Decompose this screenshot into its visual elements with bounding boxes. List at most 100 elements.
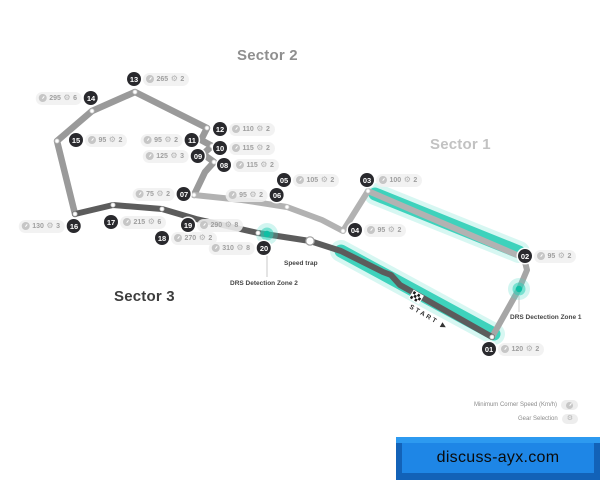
corner-speed-value: 120 <box>511 345 524 353</box>
gear-icon: ⚙ <box>256 143 264 152</box>
legend-gear-label: Gear Selection <box>518 416 558 422</box>
speed-trap-marker <box>305 236 315 246</box>
watermark-inner: discuss-ayx.com <box>402 443 594 473</box>
corner-gear-value: 2 <box>118 136 123 144</box>
corner-speed-value: 215 <box>133 218 146 226</box>
gear-icon: ⚙ <box>249 190 257 199</box>
corner-info-pill: 95⚙2 <box>85 133 128 147</box>
corner-speed-value: 105 <box>306 176 319 184</box>
corner-speed-value: 295 <box>49 94 61 102</box>
corner-number-badge: 16 <box>67 219 81 233</box>
corner-speed-value: 115 <box>246 161 258 169</box>
gear-icon: ⚙ <box>46 221 54 230</box>
speedometer-icon <box>228 191 237 199</box>
corner-speed-value: 270 <box>184 234 197 242</box>
legend-gear-row: Gear Selection ⚙ <box>518 414 578 424</box>
corner-number-badge: 12 <box>213 122 227 136</box>
speedometer-icon <box>135 190 144 198</box>
corner-number-badge: 17 <box>104 215 118 229</box>
speedometer-icon <box>123 218 131 226</box>
corner-speed-value: 265 <box>156 75 169 83</box>
legend-speed-label: Minimum Corner Speed (Km/h) <box>473 402 557 408</box>
legend-gear-pill: ⚙ <box>561 414 578 424</box>
corner-number-badge: 05 <box>277 173 291 187</box>
gear-icon: ⚙ <box>236 243 244 252</box>
corner-number-badge: 15 <box>69 133 83 147</box>
corner-info-pill: 110⚙2 <box>229 122 275 136</box>
corner-number-badge: 04 <box>348 223 362 237</box>
corner-gear-value: 6 <box>73 94 77 102</box>
legend-speed-pill <box>561 400 578 410</box>
corner-gear-value: 3 <box>180 152 184 160</box>
speedometer-icon <box>21 222 30 230</box>
corner-speed-value: 100 <box>389 176 402 184</box>
speed-trap-label: Speed trap <box>284 260 318 267</box>
gear-icon: ⚙ <box>63 93 71 102</box>
corner-gear-value: 2 <box>180 75 185 83</box>
corner-gear-value: 2 <box>413 176 418 184</box>
speedometer-icon <box>379 176 387 184</box>
corner-speed-value: 95 <box>547 252 556 260</box>
corner-gear-value: 2 <box>265 125 270 133</box>
watermark-bar[interactable]: discuss-ayx.com <box>396 437 600 480</box>
corner-gear-value: 2 <box>174 136 178 144</box>
sector-1-label: Sector 1 <box>430 136 491 153</box>
speedometer-icon <box>200 221 208 229</box>
corner-number-badge: 14 <box>84 91 98 105</box>
gear-icon: ⚙ <box>224 220 232 229</box>
corner-number-badge: 07 <box>177 187 191 201</box>
corner-info-pill: 265⚙2 <box>143 72 190 86</box>
apex-dots <box>54 89 527 340</box>
corner-gear-value: 2 <box>535 345 540 353</box>
corner-14: 295⚙6 14 <box>35 91 98 105</box>
corner-info-pill: 125⚙3 <box>142 149 189 163</box>
speedometer-icon <box>146 75 154 83</box>
corner-info-pill: 75⚙2 <box>132 187 175 201</box>
speedometer-icon <box>501 345 509 353</box>
corner-gear-value: 2 <box>259 191 263 199</box>
watermark-text: discuss-ayx.com <box>436 449 560 466</box>
speedometer-icon <box>232 144 240 152</box>
corner-speed-value: 95 <box>98 136 107 144</box>
corner-speed-value: 95 <box>239 191 247 199</box>
corner-info-pill: 95⚙2 <box>364 223 407 237</box>
speedometer-icon <box>88 136 96 144</box>
corner-gear-value: 8 <box>246 244 250 252</box>
corner-06: 95⚙2 06 <box>225 188 284 202</box>
corner-speed-value: 125 <box>156 152 168 160</box>
speedometer-icon <box>236 161 244 169</box>
corner-number-badge: 03 <box>360 173 374 187</box>
start-finish-flag-icon <box>408 289 424 305</box>
drs-detection-zone-2-label: DRS Detection Zone 2 <box>230 280 298 287</box>
corner-info-pill: 310⚙8 <box>208 241 255 255</box>
sector-2-label: Sector 2 <box>237 47 298 64</box>
corner-speed-value: 290 <box>210 221 223 229</box>
legend: Minimum Corner Speed (Km/h) Gear Selecti… <box>474 400 578 424</box>
speedometer-icon <box>174 234 182 242</box>
corner-number-badge: 10 <box>213 141 227 155</box>
gear-icon: ⚙ <box>147 217 155 226</box>
corner-gear-value: 2 <box>208 234 213 242</box>
gear-icon: ⚙ <box>525 344 533 353</box>
speedometer-icon <box>296 176 304 184</box>
drs-detection-dot-2 <box>256 223 278 245</box>
speedometer-icon <box>537 252 545 260</box>
corner-number-badge: 09 <box>191 149 205 163</box>
corner-gear-value: 3 <box>56 222 60 230</box>
corner-info-pill: 270⚙2 <box>171 231 218 245</box>
corner-gear-value: 2 <box>330 176 335 184</box>
gear-icon: ⚙ <box>156 189 164 198</box>
corner-number-badge: 06 <box>270 188 284 202</box>
speedometer-icon <box>143 136 152 144</box>
corner-number-badge: 11 <box>185 133 199 147</box>
gear-icon: ⚙ <box>170 151 178 160</box>
